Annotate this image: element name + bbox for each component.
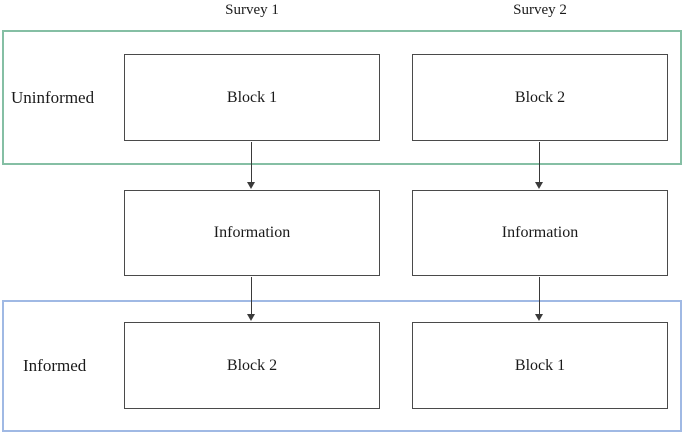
arrow-shaft [251, 142, 252, 183]
survey1-information-block: Information [124, 190, 380, 276]
survey2-information-block: Information [412, 190, 668, 276]
arrow-survey1-block-to-information-icon [247, 142, 256, 189]
arrow-head-icon [535, 182, 543, 189]
arrow-head-icon [535, 314, 543, 321]
arrow-shaft [539, 142, 540, 183]
survey1-uninformed-block: Block 1 [124, 54, 380, 141]
informed-group-label: Informed [23, 356, 87, 375]
survey2-uninformed-block: Block 2 [412, 54, 668, 141]
column-header-survey-1: Survey 1 [225, 2, 279, 18]
arrow-head-icon [247, 182, 255, 189]
arrow-shaft [539, 277, 540, 315]
arrow-head-icon [247, 314, 255, 321]
column-header-survey-2: Survey 2 [513, 2, 567, 18]
arrow-survey2-block-to-information-icon [535, 142, 544, 189]
uninformed-group-label: Uninformed [11, 87, 95, 107]
arrow-survey1-information-to-informed-icon [247, 277, 256, 321]
survey1-informed-block: Block 2 [124, 322, 380, 409]
survey2-informed-block: Block 1 [412, 322, 668, 409]
arrow-survey2-information-to-informed-icon [535, 277, 544, 321]
arrow-shaft [251, 277, 252, 315]
informed-group-container: Informed [2, 300, 682, 432]
uninformed-group-container: Uninformed [2, 30, 682, 165]
